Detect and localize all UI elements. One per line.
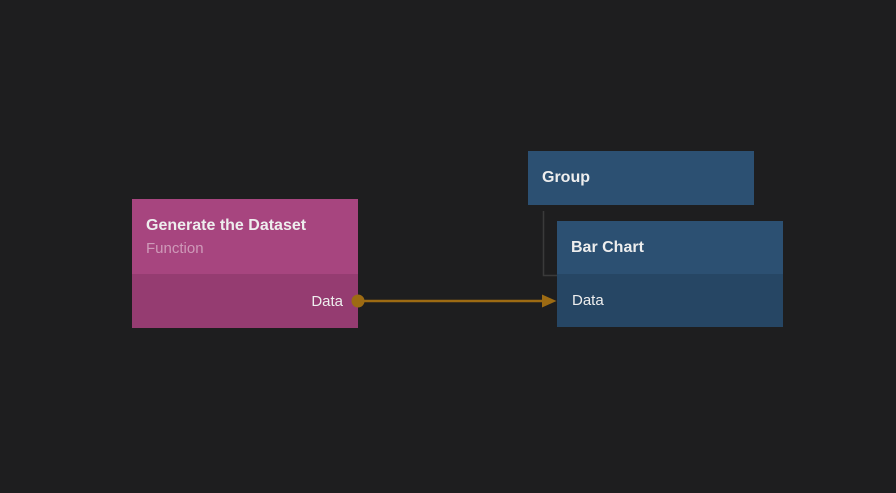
node-generate-the-dataset[interactable]: Generate the Dataset Function Data	[132, 199, 358, 328]
node-header: Bar Chart	[557, 221, 783, 274]
node-title: Generate the Dataset	[146, 216, 307, 234]
input-port-label-data: Data	[572, 292, 604, 309]
node-group[interactable]: Group	[528, 151, 754, 205]
output-port-label-data: Data	[311, 292, 343, 310]
connection-arrowhead-icon	[542, 294, 557, 308]
node-header: Generate the Dataset Function	[132, 199, 358, 274]
node-header: Group	[528, 151, 754, 205]
connection-data-to-data[interactable]	[351, 294, 557, 308]
node-bar-chart[interactable]: Bar Chart Data	[557, 221, 783, 327]
node-output-row: Data	[132, 274, 358, 328]
node-title: Bar Chart	[571, 238, 644, 256]
node-subtitle: Function	[146, 239, 204, 257]
node-input-row: Data	[557, 274, 783, 327]
group-child-link-line	[542, 211, 557, 277]
node-title: Group	[542, 169, 590, 186]
